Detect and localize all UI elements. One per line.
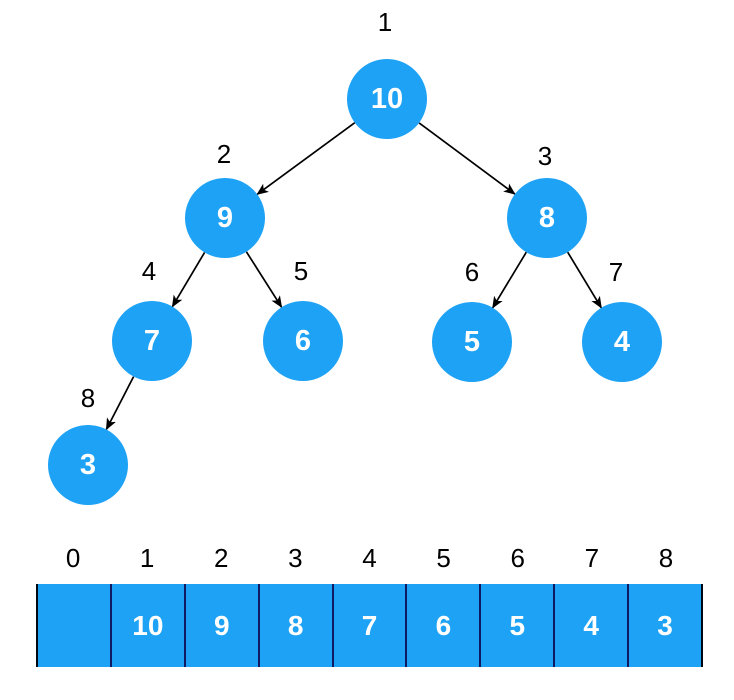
node-position-label-4: 4: [141, 256, 157, 286]
array-index-0: 0: [65, 543, 81, 573]
node-position-label-2: 2: [216, 139, 232, 169]
array-index-row: 0 1 2 3 4 5 6 7 8: [36, 543, 703, 574]
array-index-8: 8: [658, 543, 674, 573]
array-cell-4: 7: [331, 584, 406, 667]
array-cell-2: 9: [183, 584, 258, 667]
heap-array: 10 9 8 7 6 5 4 3: [36, 584, 703, 667]
node-position-label-5: 5: [293, 256, 309, 286]
tree-node-4: 4: [582, 302, 662, 382]
tree-node-5: 5: [432, 302, 512, 382]
tree-edges: [105, 122, 603, 431]
edge-9-6: [245, 251, 283, 309]
array-cell-0: [38, 584, 110, 667]
tree-node-7: 7: [112, 301, 192, 381]
array-cell-5: 6: [405, 584, 479, 667]
edge-10-8: [418, 122, 516, 195]
tree-node-9: 9: [185, 178, 265, 258]
node-position-label-3: 3: [537, 141, 553, 171]
node-position-label-6: 6: [464, 257, 480, 287]
array-index-3: 3: [288, 543, 303, 573]
array-index-6: 6: [510, 543, 525, 573]
array-index-5: 5: [436, 543, 451, 573]
edge-10-9: [256, 122, 356, 195]
edge-9-7: [171, 251, 206, 308]
array-index-4: 4: [362, 543, 377, 573]
tree-node-10: 10: [347, 59, 427, 139]
array-cell-7: 4: [553, 584, 627, 667]
array-index-7: 7: [584, 543, 600, 573]
node-position-label-8: 8: [80, 383, 96, 413]
array-cell-3: 8: [257, 584, 332, 667]
array-index-2: 2: [214, 543, 229, 573]
tree-node-8: 8: [507, 178, 587, 258]
array-index-1: 1: [139, 543, 155, 573]
edge-7-3: [105, 376, 135, 431]
node-position-label-1: 1: [377, 7, 393, 37]
edge-8-5: [491, 251, 528, 309]
array-cell-6: 5: [479, 584, 553, 667]
tree-node-3: 3: [48, 425, 128, 505]
array-cell-8: 3: [627, 584, 701, 667]
node-position-label-7: 7: [608, 257, 624, 287]
array-cell-1: 10: [109, 584, 184, 667]
tree-node-6: 6: [263, 301, 343, 381]
edge-8-4: [566, 251, 603, 309]
